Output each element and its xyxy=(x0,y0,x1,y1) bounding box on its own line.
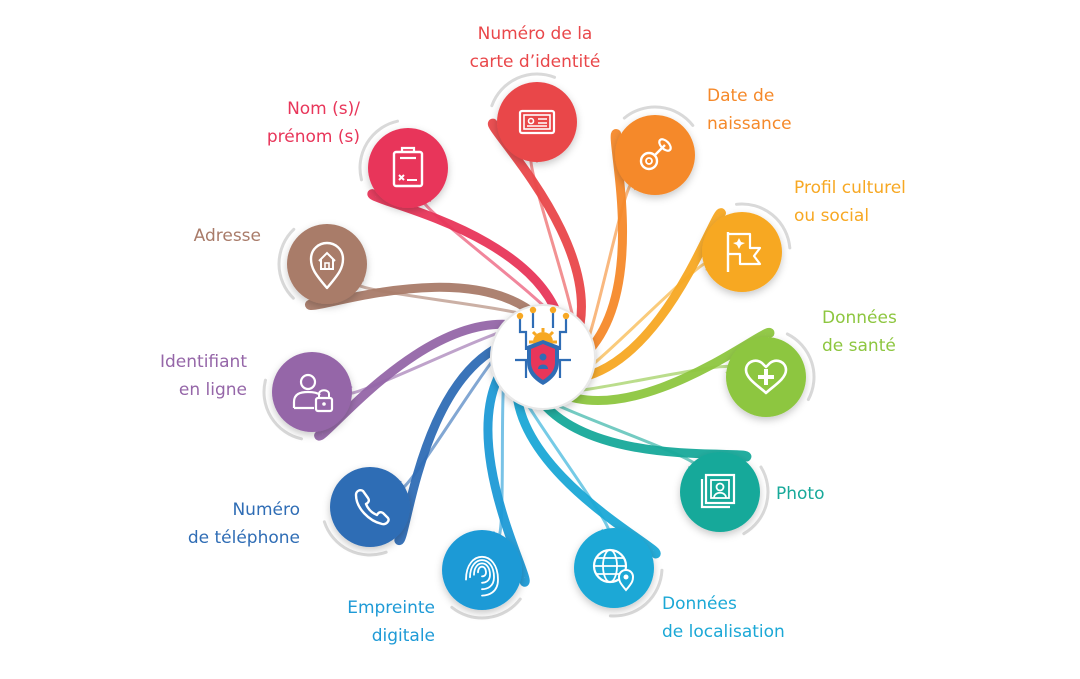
label-online-id: Identifiant en ligne xyxy=(160,348,247,404)
label-line: Données xyxy=(662,594,737,614)
petal-location-data xyxy=(511,379,661,559)
label-health-data: Données de santé xyxy=(822,304,897,360)
photo-icon xyxy=(700,473,736,509)
node-layer xyxy=(262,72,816,620)
petal-health-data xyxy=(552,327,775,405)
petal-phone-number xyxy=(394,338,513,545)
node-id-card xyxy=(497,82,577,162)
node-circle-address xyxy=(287,224,367,304)
globe-pin-icon xyxy=(592,548,635,592)
data-protection-shield-icon xyxy=(515,306,571,385)
node-circle-name xyxy=(368,128,448,208)
node-name xyxy=(368,128,448,208)
fingerprint-icon xyxy=(465,555,499,597)
petal-id-card xyxy=(487,118,586,344)
petal-birth-date xyxy=(576,129,628,363)
node-address xyxy=(287,224,367,304)
label-line: de téléphone xyxy=(187,528,300,548)
node-online-id xyxy=(272,352,352,432)
petal-photo xyxy=(531,389,752,462)
label-name: Nom (s)/ prénom (s) xyxy=(267,95,360,151)
node-circle-id-card xyxy=(497,82,577,162)
label-cultural-profile: Profil culturel ou social xyxy=(794,174,906,230)
id-card-icon xyxy=(518,109,556,135)
node-birth-date xyxy=(615,115,695,195)
node-photo xyxy=(680,452,760,532)
node-circle-fingerprint xyxy=(442,530,522,610)
label-line: Date de xyxy=(707,86,775,106)
node-cultural-profile xyxy=(702,212,782,292)
label-line: Empreinte xyxy=(347,598,435,618)
pacifier-icon xyxy=(639,138,672,171)
flag-icon xyxy=(726,232,762,272)
label-line: carte d’identité xyxy=(469,52,601,72)
label-line: digitale xyxy=(371,626,435,646)
home-pin-icon xyxy=(309,241,345,290)
label-line: prénom (s) xyxy=(266,127,360,147)
label-address: Adresse xyxy=(194,222,261,250)
node-health-data xyxy=(726,337,806,417)
label-line: Adresse xyxy=(193,226,261,246)
label-line: Photo xyxy=(776,484,825,504)
label-location-data: Données de localisation xyxy=(662,590,785,646)
label-id-card: Numéro de la carte d’identité xyxy=(445,20,625,76)
label-line: de localisation xyxy=(662,622,785,642)
label-line: de santé xyxy=(822,336,896,356)
node-circle-phone-number xyxy=(330,467,410,547)
label-line: Profil culturel xyxy=(794,178,906,198)
label-fingerprint: Empreinte digitale xyxy=(347,594,435,650)
label-line: naissance xyxy=(707,114,792,134)
label-line: en ligne xyxy=(178,380,247,400)
label-line: Numéro de la xyxy=(477,24,593,44)
petal-cultural-profile xyxy=(569,208,726,384)
petal-address xyxy=(305,282,546,324)
node-fingerprint xyxy=(442,530,522,610)
clipboard-icon xyxy=(392,146,424,188)
label-line: Identifiant xyxy=(160,352,247,372)
node-circle-location-data xyxy=(574,528,654,608)
label-line: Données xyxy=(822,308,897,328)
node-phone-number xyxy=(330,467,410,547)
label-line: Nom (s)/ xyxy=(287,99,360,119)
user-lock-icon xyxy=(292,373,334,413)
label-line: Numéro xyxy=(232,500,300,520)
petal-name xyxy=(367,189,566,328)
heart-plus-icon xyxy=(744,359,788,395)
label-line: ou social xyxy=(794,206,870,226)
petal-fingerprint xyxy=(483,359,530,587)
node-circle-cultural-profile xyxy=(702,212,782,292)
label-birth-date: Date de naissance xyxy=(707,82,792,138)
node-location-data xyxy=(574,528,654,608)
center-hub xyxy=(490,304,596,410)
phone-icon xyxy=(354,489,390,526)
label-photo: Photo xyxy=(776,480,825,508)
label-phone-number: Numéro de téléphone xyxy=(188,496,300,552)
petal-online-id xyxy=(314,319,526,441)
